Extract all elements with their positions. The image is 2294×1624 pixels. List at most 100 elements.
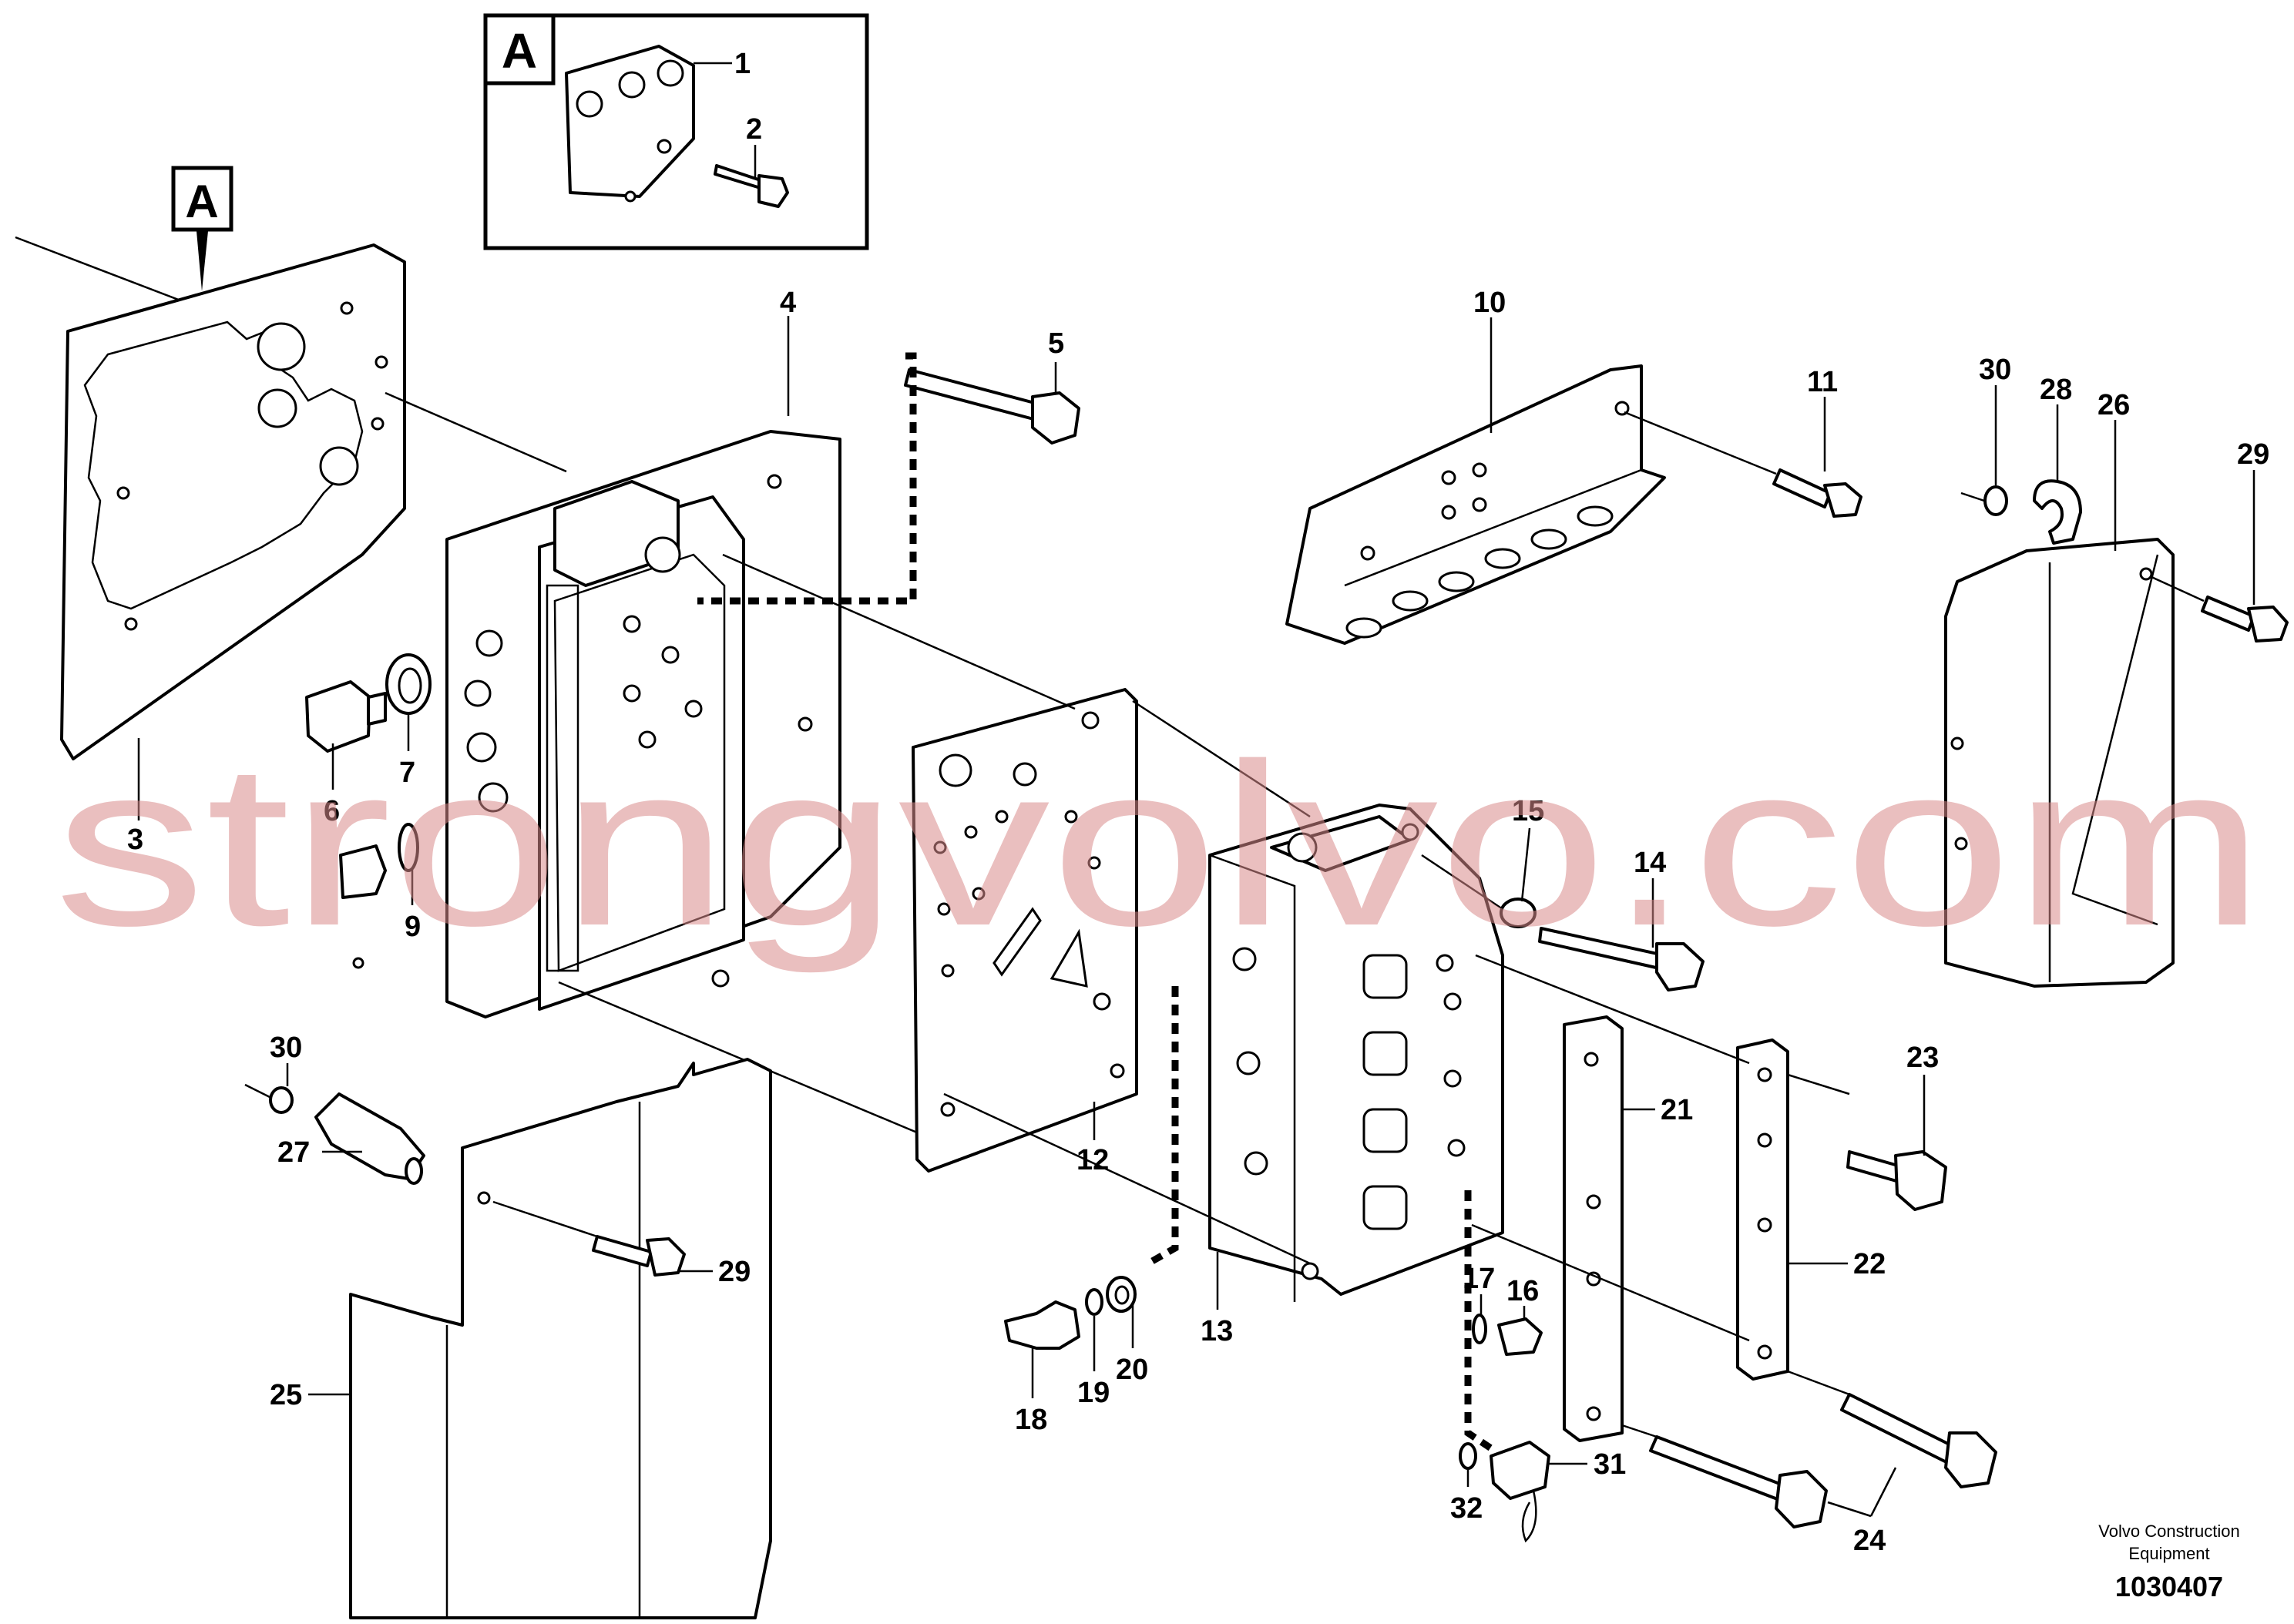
svg-text:3: 3 — [127, 824, 143, 856]
callout-25: 25 — [270, 1379, 351, 1411]
clip-part-27 — [314, 1092, 425, 1185]
callout-30-top: 30 — [1979, 354, 2011, 485]
bolt-part-23 — [1787, 1073, 1947, 1211]
bolt-part-14 — [1421, 854, 1705, 992]
svg-text:29: 29 — [718, 1256, 751, 1288]
svg-text:21: 21 — [1661, 1094, 1693, 1126]
gasket-part-3 — [60, 243, 406, 760]
watermark-text: strongvolvo.com — [54, 715, 2265, 975]
valve-body-part-13 — [943, 700, 1504, 1451]
callout-29-right: 29 — [2237, 438, 2269, 605]
svg-text:19: 19 — [1077, 1377, 1110, 1409]
svg-text:24: 24 — [1853, 1525, 1886, 1557]
svg-text:12: 12 — [1076, 1144, 1109, 1176]
callout-28: 28 — [2040, 374, 2072, 481]
callout-7: 7 — [399, 713, 415, 789]
callout-13: 13 — [1201, 1252, 1233, 1347]
callout-5: 5 — [1048, 327, 1064, 393]
callout-6: 6 — [324, 743, 340, 827]
plate-part-21 — [1563, 1015, 1624, 1442]
callout-24: 24 — [1827, 1467, 1897, 1557]
detail-view-a: A — [483, 13, 869, 250]
callout-16: 16 — [1506, 1275, 1539, 1319]
svg-text:30: 30 — [1979, 354, 2011, 386]
svg-text:29: 29 — [2237, 438, 2269, 471]
svg-text:20: 20 — [1116, 1354, 1148, 1386]
svg-text:2: 2 — [746, 113, 762, 146]
svg-text:11: 11 — [1807, 366, 1838, 398]
bolt-part-29-right — [2149, 575, 2289, 643]
plate-part-22 — [1471, 954, 1789, 1381]
callout-11: 11 — [1807, 366, 1838, 471]
callout-27: 27 — [277, 1136, 362, 1169]
svg-text:32: 32 — [1450, 1492, 1483, 1525]
plug-part-6 — [305, 680, 387, 753]
svg-text:18: 18 — [1015, 1404, 1047, 1436]
bolt-part-5 — [697, 352, 1080, 605]
drawing-number: 1030407 — [2115, 1571, 2223, 1602]
oring-part-32 — [1459, 1442, 1477, 1470]
view-a-marker-letter: A — [185, 176, 218, 227]
footer-block: Volvo Construction Equipment 1030407 — [2098, 1522, 2239, 1602]
separator-plate-part-12 — [558, 553, 1138, 1173]
svg-text:26: 26 — [2098, 389, 2130, 421]
svg-text:17: 17 — [1463, 1263, 1495, 1295]
fitting-part-16 — [1497, 1317, 1543, 1356]
callout-14: 14 — [1634, 847, 1666, 948]
callout-10: 10 — [1473, 287, 1506, 433]
callout-23: 23 — [1906, 1042, 1939, 1156]
callout-17: 17 — [1463, 1263, 1495, 1316]
washer-part-30-top — [1960, 485, 2008, 516]
callout-26: 26 — [2098, 389, 2130, 551]
callout-22: 22 — [1788, 1248, 1886, 1280]
clamp-part-28 — [2033, 479, 2082, 545]
callout-29-left: 29 — [678, 1256, 751, 1288]
fitting-part-18 — [1004, 1300, 1080, 1350]
callout-19: 19 — [1077, 1316, 1110, 1409]
svg-text:25: 25 — [270, 1379, 302, 1411]
svg-text:16: 16 — [1506, 1275, 1539, 1307]
coupling-part-31 — [1490, 1441, 1550, 1543]
svg-text:27: 27 — [277, 1136, 310, 1169]
callout-20: 20 — [1116, 1302, 1148, 1386]
svg-text:30: 30 — [270, 1032, 302, 1064]
cover-part-26 — [1944, 538, 2175, 988]
cover-part-25 — [349, 1058, 772, 1619]
callout-32: 32 — [1450, 1470, 1483, 1525]
svg-text:6: 6 — [324, 795, 340, 827]
callout-labels: 1 2 3 4 5 6 7 9 10 11 12 13 14 15 16 17 … — [127, 48, 2269, 1557]
callout-18: 18 — [1015, 1348, 1047, 1436]
washer-part-17 — [1472, 1314, 1487, 1344]
svg-text:14: 14 — [1634, 847, 1666, 879]
bolt-part-29-left — [492, 1200, 686, 1277]
svg-text:10: 10 — [1473, 287, 1506, 319]
svg-text:7: 7 — [399, 757, 415, 789]
washer-part-7 — [385, 653, 432, 715]
callout-9: 9 — [405, 869, 421, 943]
callout-15: 15 — [1512, 795, 1544, 902]
svg-text:22: 22 — [1853, 1248, 1886, 1280]
cover-plate-part-1 — [565, 45, 695, 198]
svg-text:5: 5 — [1048, 327, 1064, 360]
washer-part-20 — [1106, 1276, 1137, 1313]
plug-part-9 — [339, 823, 419, 969]
svg-text:23: 23 — [1906, 1042, 1939, 1074]
svg-text:15: 15 — [1512, 795, 1544, 827]
svg-text:4: 4 — [780, 287, 796, 319]
callout-4: 4 — [780, 287, 796, 416]
svg-text:1: 1 — [734, 48, 751, 80]
svg-text:9: 9 — [405, 911, 421, 943]
bolt-part-11 — [1624, 411, 1862, 518]
oring-part-19 — [1085, 1288, 1103, 1316]
bolt-part-24 — [1621, 1370, 1997, 1528]
washer-part-30-left — [244, 1083, 294, 1114]
callout-31: 31 — [1549, 1448, 1626, 1481]
svg-text:13: 13 — [1201, 1315, 1233, 1347]
valve-housing-part-4 — [385, 391, 841, 1018]
callout-21: 21 — [1622, 1094, 1693, 1126]
detail-view-letter: A — [502, 23, 537, 79]
bracket-part-10 — [1285, 364, 1666, 645]
callout-1: 1 — [694, 48, 751, 80]
